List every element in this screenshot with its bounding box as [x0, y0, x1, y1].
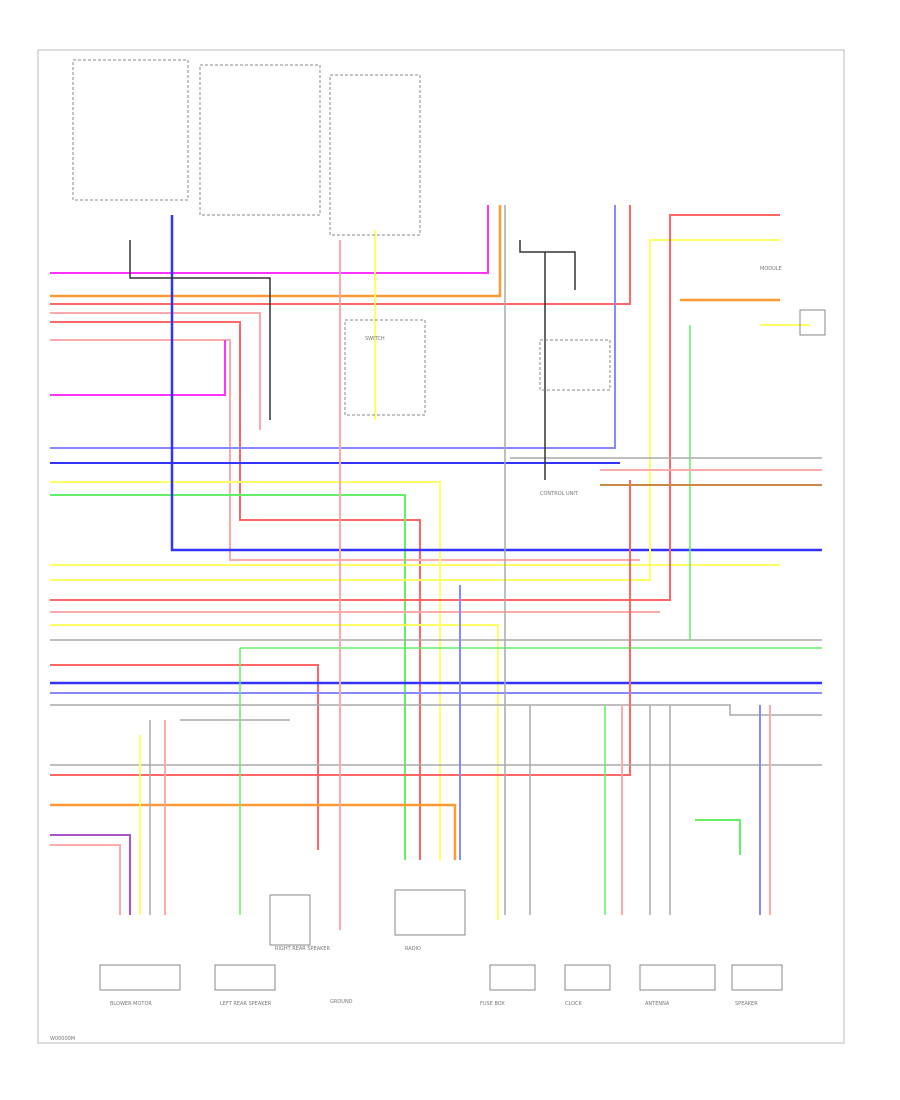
wire-red: [50, 664, 319, 850]
wire-blue: [170, 215, 822, 552]
wire-gray: [50, 704, 822, 716]
component-box: [539, 339, 611, 391]
component-label: ANTENNA: [645, 1001, 670, 1007]
component-label: BLOWER MOTOR: [110, 1001, 152, 1007]
wire-red: [50, 480, 631, 776]
diagram-border: [37, 49, 845, 1044]
component-label: LEFT REAR SPEAKER: [220, 1001, 272, 1007]
wire-lightblue: [50, 205, 616, 449]
component-box: [731, 964, 783, 991]
wire-purple: [50, 834, 131, 915]
wire-red: [50, 205, 631, 305]
wire-orange: [50, 803, 457, 860]
wire-orange: [50, 205, 502, 298]
wire-yellow: [50, 481, 441, 860]
diagram-code: W00000M: [50, 1036, 76, 1042]
component-label: RIGHT REAR SPEAKER: [275, 946, 331, 952]
component-box: [269, 894, 311, 946]
component-box: [799, 309, 826, 336]
wire-red: [50, 214, 780, 601]
component-box: [344, 319, 426, 416]
wire-yellow: [50, 624, 499, 920]
wire-black: [519, 240, 576, 290]
component-box: [639, 964, 716, 991]
component-box: [564, 964, 611, 991]
wire-pink: [50, 844, 121, 915]
component-box: [214, 964, 276, 991]
wire-red: [50, 321, 421, 860]
component-box: [99, 964, 181, 991]
wire-magenta: [50, 340, 226, 396]
component-label: FUSE BOX: [480, 1001, 505, 1007]
component-box: [329, 74, 421, 236]
component-box: [489, 964, 536, 991]
wire-black: [129, 240, 271, 420]
wire-green: [50, 494, 406, 860]
wire-pink: [50, 312, 261, 430]
wire-green: [695, 819, 741, 855]
wire-yellow: [50, 239, 780, 581]
component-label: CLOCK: [565, 1001, 583, 1007]
component-label: GROUND: [330, 999, 353, 1005]
component-label: RADIO: [405, 946, 421, 952]
wire-magenta: [50, 205, 489, 274]
component-label: SPEAKER: [735, 1001, 758, 1007]
wire-pink: [50, 339, 640, 561]
component-label: SWITCH: [365, 336, 385, 342]
labels-layer: BLOWER MOTOR LEFT REAR SPEAKER RIGHT REAR …: [110, 266, 782, 1007]
component-box: [199, 64, 321, 216]
component-boxes: [72, 59, 826, 991]
component-label: MODULE: [760, 266, 782, 272]
wires-layer: [50, 205, 822, 930]
component-box: [72, 59, 189, 201]
component-label: CONTROL UNIT: [540, 491, 579, 497]
component-box: [394, 889, 466, 936]
